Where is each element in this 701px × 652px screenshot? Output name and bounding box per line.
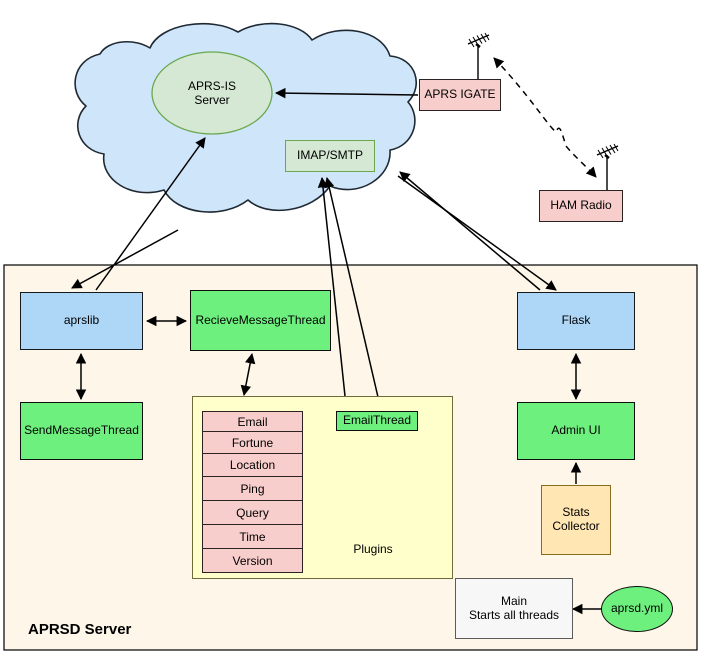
flask-box[interactable]: Flask bbox=[517, 292, 635, 350]
plugin-label: Ping bbox=[240, 481, 265, 496]
igate-antenna-icon bbox=[467, 32, 490, 79]
ham-radio-box[interactable]: HAM Radio bbox=[539, 190, 623, 222]
plugin-item[interactable]: Email bbox=[202, 411, 303, 432]
aprs-is-server-line1: APRS-IS bbox=[187, 79, 236, 94]
aprs-is-server-line2: Server bbox=[194, 93, 230, 107]
arrow-cloud-to-aprslib bbox=[71, 229, 179, 289]
recieve-message-thread-box[interactable]: RecieveMessageThread bbox=[190, 290, 331, 351]
recieve-message-thread-label: RecieveMessageThread bbox=[195, 312, 326, 327]
rf-link-arrow bbox=[493, 57, 597, 178]
aprs-is-server-label: APRS-IS Server bbox=[152, 73, 272, 115]
plugin-item[interactable]: Fortune bbox=[202, 432, 303, 454]
plugin-label: Fortune bbox=[231, 435, 274, 450]
arrow-flask-to-cloud bbox=[399, 171, 541, 291]
aprsd-server-title-label: APRSD Server bbox=[28, 621, 132, 639]
plugin-label: Version bbox=[232, 553, 273, 568]
plugin-label: Location bbox=[229, 458, 276, 472]
stats-collector-line1: Stats bbox=[562, 505, 590, 520]
ham-radio-label: HAM Radio bbox=[550, 198, 612, 213]
arrow-plugins-to-imap bbox=[317, 176, 346, 397]
aprs-igate-box[interactable]: APRS IGATE bbox=[419, 79, 501, 111]
main-box[interactable]: Main Starts all threads bbox=[455, 578, 573, 639]
plugin-item[interactable]: Location bbox=[202, 454, 303, 477]
plugin-label: Query bbox=[236, 505, 269, 520]
plugin-item[interactable]: Time bbox=[202, 525, 303, 549]
arrow-cloud-to-flask bbox=[397, 175, 557, 291]
ham-antenna-icon bbox=[596, 143, 619, 190]
admin-ui-box[interactable]: Admin UI bbox=[517, 402, 635, 460]
send-message-thread-label: SendMessageThread bbox=[24, 423, 139, 438]
plugins-panel-label: Plugins bbox=[353, 542, 393, 556]
aprsd-server-title: APRSD Server bbox=[28, 618, 208, 642]
main-line1: Main bbox=[500, 593, 527, 608]
main-line2: Starts all threads bbox=[468, 607, 560, 622]
flask-label: Flask bbox=[561, 313, 591, 328]
email-thread-label: EmailThread bbox=[342, 413, 412, 428]
aprslib-box[interactable]: aprslib bbox=[20, 292, 143, 350]
imap-smtp-label: IMAP/SMTP bbox=[296, 148, 363, 163]
plugin-list: Email Fortune Location Ping Query Time V… bbox=[202, 411, 303, 573]
stats-collector-box[interactable]: Stats Collector bbox=[541, 485, 611, 555]
aprs-is-server-ellipse bbox=[151, 51, 273, 135]
aprslib-label: aprslib bbox=[63, 313, 100, 328]
aprsd-yml-label: aprsd.yml bbox=[610, 601, 663, 616]
arrow-emailthread-to-imap bbox=[324, 176, 382, 411]
plugin-item[interactable]: Query bbox=[202, 501, 303, 525]
aprs-igate-label: APRS IGATE bbox=[424, 87, 496, 102]
arrow-recievethread-plugins bbox=[240, 352, 256, 397]
admin-ui-label: Admin UI bbox=[551, 423, 601, 438]
plugin-item[interactable]: Ping bbox=[202, 477, 303, 501]
email-thread-box[interactable]: EmailThread bbox=[336, 411, 418, 431]
aprsd-yml-node[interactable]: aprsd.yml bbox=[601, 586, 673, 632]
stats-collector-line2: Collector bbox=[552, 519, 600, 533]
plugin-item[interactable]: Version bbox=[202, 549, 303, 573]
arrow-igate-to-aprsis bbox=[274, 87, 419, 99]
plugin-label: Time bbox=[239, 529, 266, 544]
plugin-label: Email bbox=[237, 414, 268, 429]
send-message-thread-box[interactable]: SendMessageThread bbox=[20, 402, 143, 460]
imap-smtp-box[interactable]: IMAP/SMTP bbox=[285, 140, 375, 172]
